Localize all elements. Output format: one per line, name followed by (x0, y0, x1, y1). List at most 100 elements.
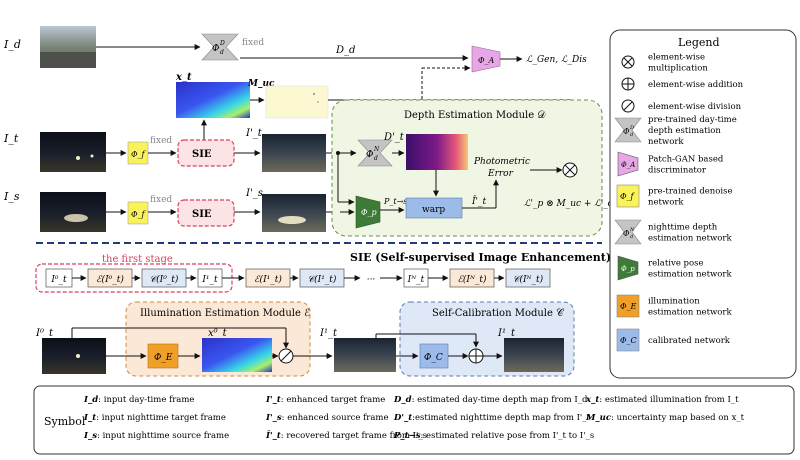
sie-chain-label: ℰ(Iᴺ_t) (457, 274, 487, 285)
svg-text:D: D (219, 40, 225, 47)
sie-block-2 (177, 199, 235, 227)
svg-text:Φ_E: Φ_E (154, 353, 173, 363)
svg-text:Φ_f: Φ_f (131, 210, 147, 219)
svg-text:d: d (630, 132, 633, 138)
sie-chain-label: I⁰_t (50, 275, 67, 285)
label-I-s-prime: I'_s (245, 188, 263, 199)
svg-text:SIE: SIE (192, 209, 212, 220)
depth-map-Dt (406, 134, 468, 170)
label-x-t: x_t (175, 72, 192, 83)
symbol-entry: I'_s: enhanced source frame (265, 413, 389, 423)
legend-network-icon (614, 219, 642, 245)
symbol-entry: Î'_t: recovered target frame from I'_s (265, 429, 427, 441)
phi-e-network (147, 343, 179, 369)
svg-text:Φ_C: Φ_C (620, 336, 637, 345)
sie-chain-label: ℰ(I¹_t) (254, 274, 282, 285)
illum-module-title: Illumination Estimation Module ℰ (140, 308, 310, 319)
symbol-entry: I_t: input nighttime target frame (83, 413, 226, 423)
legend-item-text: element-wise division (648, 102, 742, 112)
sie-section-title: SIE (Self-supervised Image Enhancement) (350, 251, 611, 264)
label-D-t-prime: D'_t (383, 132, 405, 143)
label-I-d: I_d (3, 38, 21, 51)
legend-network-icon (616, 328, 640, 352)
legend-item-text: element-wise addition (648, 80, 744, 90)
svg-text:Φ_A: Φ_A (621, 161, 635, 169)
depth-module-title: Depth Estimation Module 𝒟 (404, 110, 545, 121)
symbol-entry: P_t→s: estimated relative pose from I'_t… (393, 431, 594, 441)
sie-chain-label: 𝒞(Iᴺ_t) (513, 274, 544, 285)
sie-chain-label: I¹_t (201, 275, 218, 285)
label-I1: I¹_t (319, 328, 338, 339)
legend-network-icon (616, 294, 640, 318)
sie-input-frame (42, 338, 106, 374)
sie-chain-label: Iᴺ_t (407, 275, 425, 285)
sie-chain-label: ··· (367, 275, 376, 285)
svg-text:Φ_f: Φ_f (131, 150, 147, 159)
illumination-map-x0 (202, 338, 272, 372)
enhanced-source-frame (262, 194, 326, 232)
svg-text:Φ_p: Φ_p (361, 208, 377, 217)
svg-text:Φ: Φ (366, 150, 373, 160)
label-I-s: I_s (3, 190, 20, 203)
symbol-entry: I_d: input day-time frame (83, 395, 194, 405)
svg-text:Φ_f: Φ_f (620, 192, 636, 201)
label-I0: I⁰_t (35, 328, 54, 339)
sie-chain-label: ℰ(I⁰_t) (96, 274, 124, 285)
svg-text:d: d (220, 49, 224, 56)
label-I-t-prime: I'_t (245, 128, 263, 139)
self-calib-title: Self-Calibration Module 𝒞 (432, 308, 565, 319)
symbol-entry: M_uc: uncertainty map based on x_t (585, 413, 745, 423)
svg-text:Φ: Φ (623, 127, 630, 136)
svg-text:D: D (629, 125, 634, 131)
fixed-label-2: fixed (150, 136, 172, 146)
svg-text:d: d (374, 155, 378, 162)
symbol-entry: D'_t:estimated nighttime depth map from … (393, 413, 591, 423)
label-P: P_t→s (383, 197, 407, 206)
symbol-entry: D_d: estimated day-time depth map from I… (393, 395, 588, 405)
svg-text:Φ: Φ (623, 229, 630, 238)
sie-chain-label: 𝒞(I¹_t) (308, 274, 337, 285)
phi-p-pose-network (355, 195, 381, 229)
phi-d-night-network (357, 139, 393, 167)
svg-text:Φ_E: Φ_E (620, 302, 637, 311)
depth-loss: ℒ'_p ⊗ M_uc + ℒ'_ds (524, 199, 619, 209)
first-stage-label: the first stage (102, 254, 173, 265)
fixed-label-3: fixed (150, 195, 172, 205)
legend-title: Legend (678, 36, 720, 49)
label-D-d: D_d (335, 45, 355, 56)
label-I1-out: I¹_t (497, 328, 516, 339)
loss-gen-dis: ℒ_Gen, ℒ_Dis (526, 55, 587, 65)
svg-text:Φ_C: Φ_C (424, 353, 443, 363)
fixed-label-1: fixed (242, 38, 264, 48)
svg-text:N: N (629, 227, 635, 233)
svg-text:warp: warp (422, 205, 445, 215)
svg-text:N: N (373, 146, 380, 153)
legend-network-icon (614, 117, 642, 143)
legend-item-text: calibrated network (648, 336, 731, 346)
svg-text:d: d (630, 234, 633, 240)
label-I-t: I_t (3, 132, 19, 145)
symbol-entry: I_s: input nighttime source frame (83, 431, 229, 441)
legend-network-icon (616, 184, 640, 208)
svg-text:Φ_p: Φ_p (621, 265, 635, 273)
symbol-box (33, 385, 795, 455)
phi-d-day-label: Φ (212, 44, 219, 54)
svg-text:SIE: SIE (192, 149, 212, 160)
legend-network-icon (617, 255, 639, 281)
label-x0: x⁰_t (208, 328, 228, 339)
symbol-title: Symbol (44, 415, 86, 428)
label-I-hat: Î'_t (471, 195, 487, 207)
sie-chain-box (505, 268, 551, 288)
nighttime-source-frame (40, 192, 106, 232)
sie-intermediate-frame (334, 338, 396, 372)
sie-output-frame (504, 338, 564, 372)
illumination-map-xt (176, 82, 250, 118)
phi-a-discriminator (471, 45, 501, 73)
